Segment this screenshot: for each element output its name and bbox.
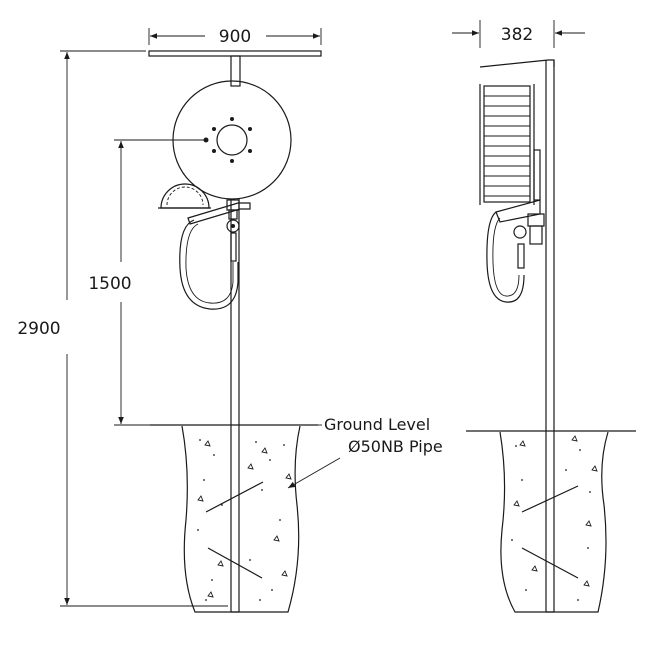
- dimension-top-width: 900: [148, 27, 322, 47]
- front-hose-loop: [179, 219, 239, 310]
- front-concrete-footing: [181, 425, 301, 613]
- dimension-reel-centre-height-label: 1500: [88, 274, 131, 294]
- side-concrete-speckle: [511, 445, 591, 601]
- front-rebar-lower: [207, 547, 263, 579]
- front-concrete-speckle: [197, 439, 285, 601]
- pipe-spec-label: Ø50NB Pipe: [348, 437, 443, 456]
- dimension-top-width-label: 900: [219, 27, 251, 47]
- dimension-side-depth-label: 382: [501, 25, 533, 45]
- side-concrete-footing: [499, 431, 609, 613]
- dimension-side-depth: 382: [452, 20, 585, 48]
- dimension-total-height: 2900: [17, 50, 228, 607]
- side-concrete-aggregate: [513, 435, 598, 587]
- side-reel-coils: [479, 84, 535, 205]
- front-reel-drum: [172, 80, 292, 200]
- front-bracket-arm: [187, 202, 251, 225]
- side-view: [466, 59, 636, 613]
- side-rebar-upper: [521, 485, 579, 513]
- annotations: Ground Level Ø50NB Pipe: [287, 415, 443, 489]
- ground-level-label: Ground Level: [324, 415, 430, 434]
- dimension-reel-centre-height: 1500: [88, 139, 206, 426]
- side-hose-loop: [486, 211, 525, 303]
- dimension-total-height-label: 2900: [17, 319, 60, 339]
- pipe-spec-leader: [287, 457, 341, 489]
- side-canopy: [479, 59, 555, 68]
- front-concrete-aggregate: [197, 440, 292, 598]
- front-view: [148, 50, 322, 613]
- front-nozzle-holder: [158, 183, 211, 209]
- side-valve: [495, 199, 545, 269]
- front-canopy-support: [230, 55, 241, 87]
- side-mount-bracket: [533, 149, 541, 201]
- front-valve: [226, 199, 240, 262]
- side-rebar-lower: [521, 547, 579, 579]
- front-rebar-upper: [205, 481, 264, 513]
- front-canopy-plate: [148, 50, 322, 57]
